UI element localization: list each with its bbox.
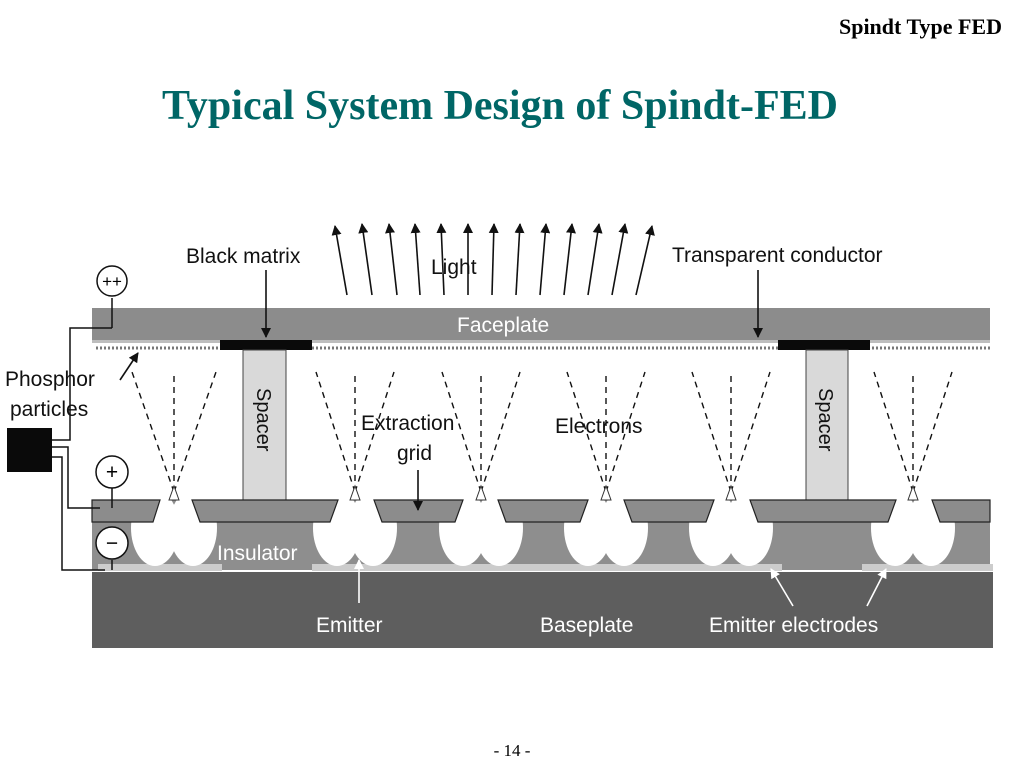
spacer-left-label: Spacer [252, 388, 274, 452]
electrons-label: Electrons [555, 415, 643, 438]
extraction-grid-label-line2: grid [397, 442, 432, 465]
light-label: Light [431, 256, 477, 279]
circuit-wire [52, 446, 100, 509]
electron-beam [730, 371, 771, 493]
emitter-tip [349, 484, 361, 501]
electron-beam [691, 371, 732, 493]
faceplate-label: Faceplate [457, 314, 549, 337]
extraction-grid [91, 499, 991, 523]
power-supply-box [7, 428, 52, 472]
grid-terminal-icon [95, 455, 129, 489]
spacer-left [242, 349, 287, 501]
baseplate [92, 572, 993, 648]
plus-sign: + [106, 461, 118, 484]
electron-beam [873, 371, 914, 493]
emitter-tips [168, 484, 919, 501]
phosphor-label-line1: Phosphor [5, 368, 95, 391]
light-ray [611, 223, 629, 296]
grid-segment [373, 499, 464, 523]
grid-segment [623, 499, 715, 523]
phosphor-label-line2: particles [10, 398, 88, 421]
slide-title: Typical System Design of Spindt-FED [162, 83, 838, 129]
light-rays [331, 223, 655, 296]
emitter-tip [475, 484, 487, 501]
light-ray [514, 223, 525, 296]
diagram-labels-light: Faceplate Insulator Emitter Baseplate Em… [217, 314, 878, 637]
minus-sign: − [106, 532, 118, 555]
faceplate [92, 308, 990, 340]
emitter-electrode-pointer [866, 568, 887, 607]
emitter-electrodes [98, 564, 993, 571]
grid-segment [91, 499, 161, 523]
phosphor-pointer [119, 352, 139, 381]
external-circuit [52, 298, 113, 571]
insulator-label: Insulator [217, 542, 298, 565]
grid-segment [497, 499, 589, 523]
light-ray [410, 223, 421, 296]
emitter-tip [907, 484, 919, 501]
emitter-electrodes-label: Emitter electrodes [709, 614, 878, 637]
light-ray [563, 223, 576, 296]
light-ray [358, 223, 373, 296]
circuit-wire [52, 456, 105, 571]
spacer-right [805, 349, 849, 501]
cathode-terminal-icon [95, 526, 129, 560]
emitter-tip [725, 484, 737, 501]
electron-beam [131, 371, 175, 493]
emitter-electrode [312, 564, 782, 571]
light-ray [331, 225, 348, 296]
black-matrix-right [778, 340, 870, 350]
electron-beam [173, 371, 217, 493]
grid-segment [749, 499, 897, 523]
anode-terminal-icon [96, 265, 128, 297]
emitter-electrode-pointer [770, 568, 794, 607]
transparent-conductor-label: Transparent conductor [672, 244, 883, 267]
light-ray [436, 223, 447, 296]
page-number: - 14 - [493, 741, 531, 760]
diagram-labels: Black matrix Light Transparent conductor… [5, 244, 883, 465]
light-ray [635, 225, 655, 296]
emitter-electrode [98, 564, 222, 571]
light-ray [385, 223, 398, 296]
extraction-grid-label-line1: Extraction [361, 412, 454, 435]
emitter-electrode [862, 564, 993, 571]
section-label: Spindt Type FED [838, 14, 1002, 39]
light-ray [539, 223, 551, 296]
grid-segment [931, 499, 991, 523]
plus-plus-sign: ++ [102, 272, 122, 291]
pointer-arrows [119, 270, 763, 511]
light-ray [488, 223, 499, 296]
electron-beam [480, 371, 521, 493]
spacer-right-label: Spacer [814, 388, 836, 452]
emitter-label: Emitter [316, 614, 383, 637]
electron-beams [131, 371, 953, 493]
circuit-wire [52, 327, 112, 441]
electron-beam [315, 371, 356, 493]
electron-beam [912, 371, 953, 493]
baseplate-label: Baseplate [540, 614, 633, 637]
emitter-tip [600, 484, 612, 501]
transparent-conductor-layer [92, 340, 990, 343]
emitter-tip [168, 484, 180, 501]
black-matrix-label: Black matrix [186, 245, 301, 268]
grid-segment [191, 499, 339, 523]
black-matrix-left [220, 340, 312, 350]
white-pointer-arrows [354, 559, 887, 607]
light-ray [587, 223, 603, 296]
